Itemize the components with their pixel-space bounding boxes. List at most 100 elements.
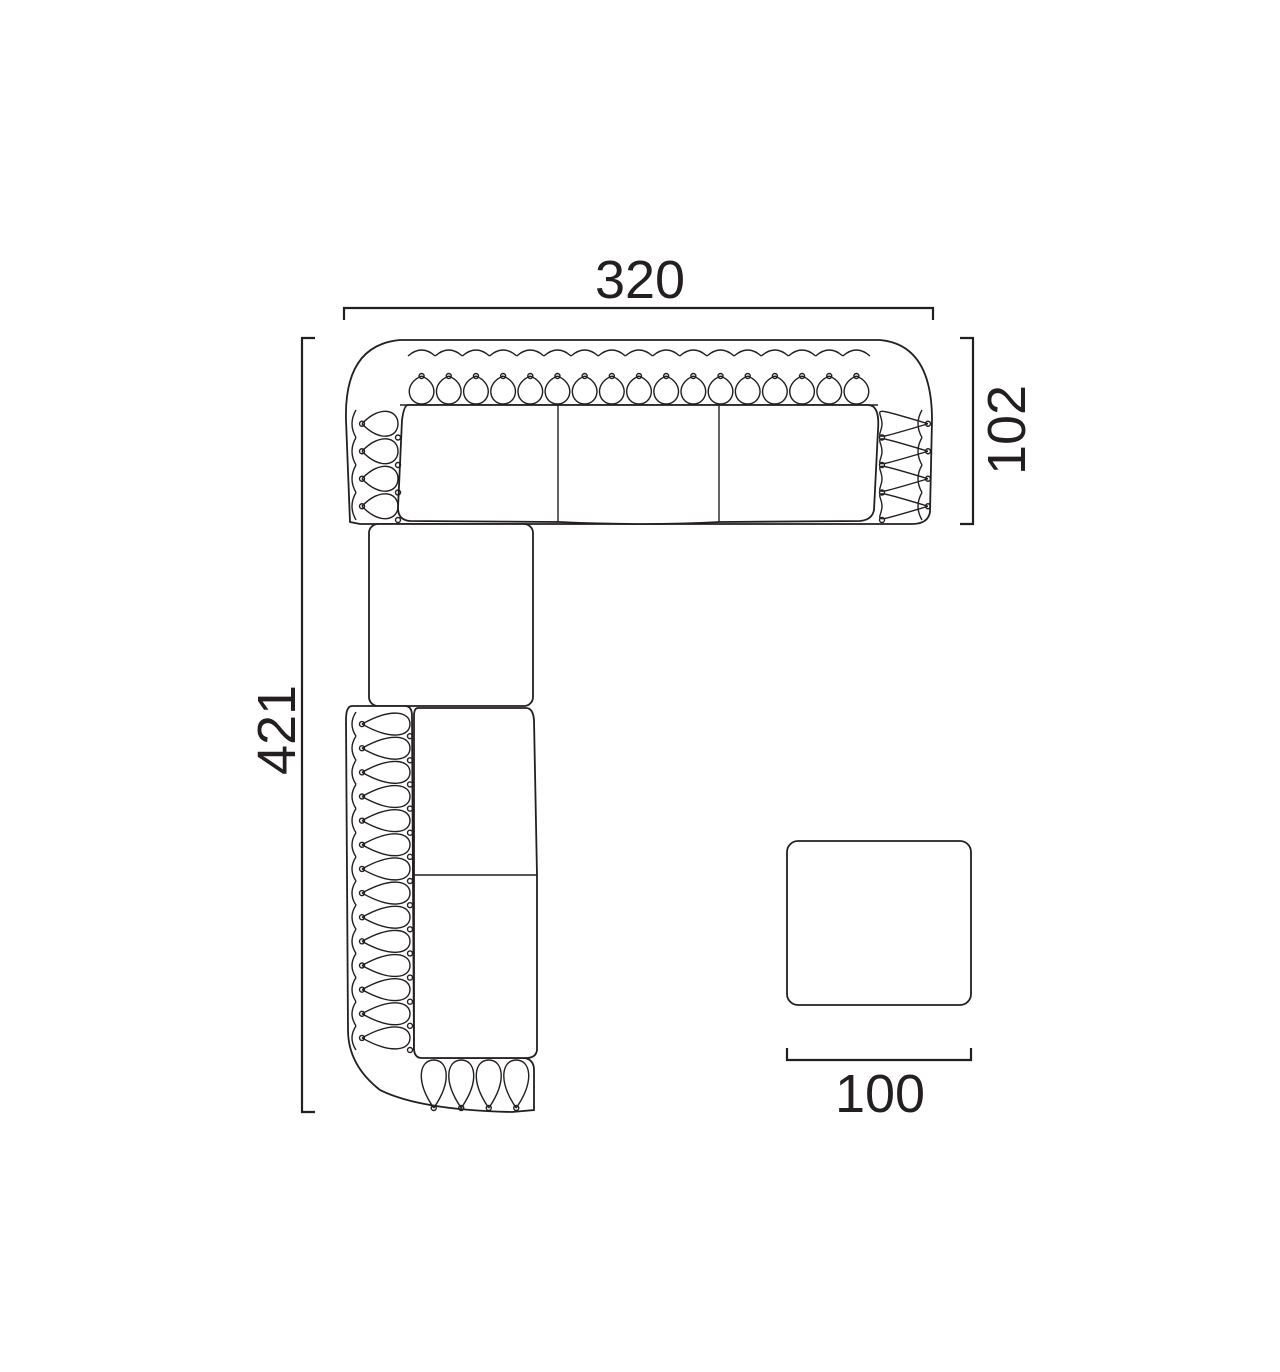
tuft-teardrop: [879, 410, 929, 437]
tuft-scallop: [351, 904, 357, 930]
tuft-scallop: [543, 349, 572, 357]
tuft-teardrop: [544, 375, 571, 405]
tuft-button: [513, 1104, 520, 1112]
length-label: 421: [247, 685, 307, 775]
width-dimension-line: [342, 306, 935, 320]
tuft-scallop: [597, 349, 626, 357]
tuft-teardrop: [361, 410, 399, 437]
tuft-button: [358, 793, 366, 800]
ottoman-dimension-line: [785, 1048, 973, 1062]
depth-label: 102: [977, 385, 1037, 475]
tuft-scallop: [351, 880, 357, 906]
tuft-scallop: [434, 349, 463, 357]
tuft-teardrop: [361, 493, 399, 520]
tuft-button: [878, 516, 886, 524]
tuft-button: [394, 461, 402, 469]
tuft-scallop: [407, 349, 436, 357]
tuft-scallop: [760, 349, 789, 357]
tuft-button: [358, 448, 366, 455]
tuft-scallop: [351, 784, 357, 809]
tuft-teardrop: [816, 375, 843, 405]
tuft-teardrop: [490, 375, 517, 405]
tuft-teardrop: [420, 1059, 447, 1109]
tuft-scallop: [351, 832, 357, 858]
tuft-teardrop: [598, 375, 625, 405]
tuft-scallop: [570, 349, 599, 357]
tuft-scallop: [679, 349, 708, 357]
tuft-scallop: [351, 928, 357, 954]
tuft-button: [771, 372, 779, 380]
tuft-teardrop: [361, 809, 411, 833]
tuft-button: [499, 372, 507, 380]
left-sofa-section: [345, 705, 538, 1113]
tuft-button: [406, 781, 414, 788]
tuft-button: [418, 372, 425, 380]
tuft-scallop: [652, 349, 681, 357]
tuft-teardrop: [680, 375, 707, 405]
tuft-teardrop: [879, 493, 929, 520]
tuft-teardrop: [761, 375, 788, 405]
tuft-teardrop: [463, 375, 489, 405]
tuft-button: [798, 372, 806, 380]
tuft-button: [358, 503, 366, 510]
top-right-arm-tufting: [878, 409, 932, 524]
tuft-teardrop: [361, 1002, 411, 1026]
tuft-teardrop: [626, 375, 652, 405]
tuft-teardrop: [435, 375, 462, 405]
tuft-scallop: [351, 492, 357, 521]
tuft-button: [826, 372, 833, 380]
tuft-teardrop: [361, 905, 411, 929]
tuft-teardrop: [503, 1059, 530, 1109]
tuft-button: [878, 489, 886, 496]
tuft-button: [608, 372, 616, 380]
tuft-button: [406, 757, 414, 764]
tuft-button: [744, 372, 751, 380]
tuft-teardrop: [361, 465, 399, 492]
tuft-teardrop: [361, 760, 411, 784]
tuft-scallop: [351, 856, 357, 882]
tuft-scallop: [351, 464, 357, 493]
tuft-scallop: [351, 953, 357, 978]
tuft-button: [358, 475, 366, 482]
depth-dimension-line: [960, 336, 975, 526]
tuft-teardrop: [361, 1026, 411, 1050]
tuft-button: [406, 974, 414, 981]
tuft-button: [924, 420, 932, 427]
tuft-button: [358, 1010, 366, 1017]
tuft-scallop: [788, 349, 817, 357]
tuft-teardrop: [361, 712, 411, 736]
ottoman-width-label: 100: [835, 1064, 925, 1124]
tuft-button: [924, 475, 932, 482]
tuft-button: [458, 1104, 465, 1112]
tuft-teardrop: [879, 465, 929, 492]
tuft-teardrop: [361, 438, 399, 465]
tuft-button: [878, 434, 886, 441]
tuft-button: [358, 420, 366, 427]
tuft-button: [358, 986, 366, 993]
tuft-button: [472, 372, 480, 380]
tuft-button: [358, 889, 366, 897]
tuft-scallop: [733, 349, 762, 357]
tuft-button: [358, 914, 366, 921]
tuft-scallop: [351, 409, 357, 438]
tuft-teardrop: [361, 784, 411, 809]
tuft-button: [406, 1046, 414, 1054]
tuft-button: [878, 461, 886, 469]
tuft-button: [445, 372, 452, 380]
tuft-scallop: [461, 349, 490, 357]
tuft-teardrop: [361, 833, 411, 857]
tuft-teardrop: [734, 375, 761, 405]
tuft-teardrop: [408, 375, 435, 405]
tuft-button: [406, 926, 414, 933]
tuft-button: [358, 817, 366, 824]
tuft-button: [358, 769, 366, 776]
bottom-arm-tufting: [420, 1059, 530, 1112]
tuft-button: [924, 503, 932, 510]
tuft-button: [430, 1104, 437, 1112]
top-left-arm-tufting: [351, 409, 402, 524]
corner-seat-cushion: [368, 523, 534, 707]
tuft-button: [406, 1022, 414, 1030]
tuft-button: [358, 745, 366, 752]
tuft-button: [554, 372, 561, 380]
